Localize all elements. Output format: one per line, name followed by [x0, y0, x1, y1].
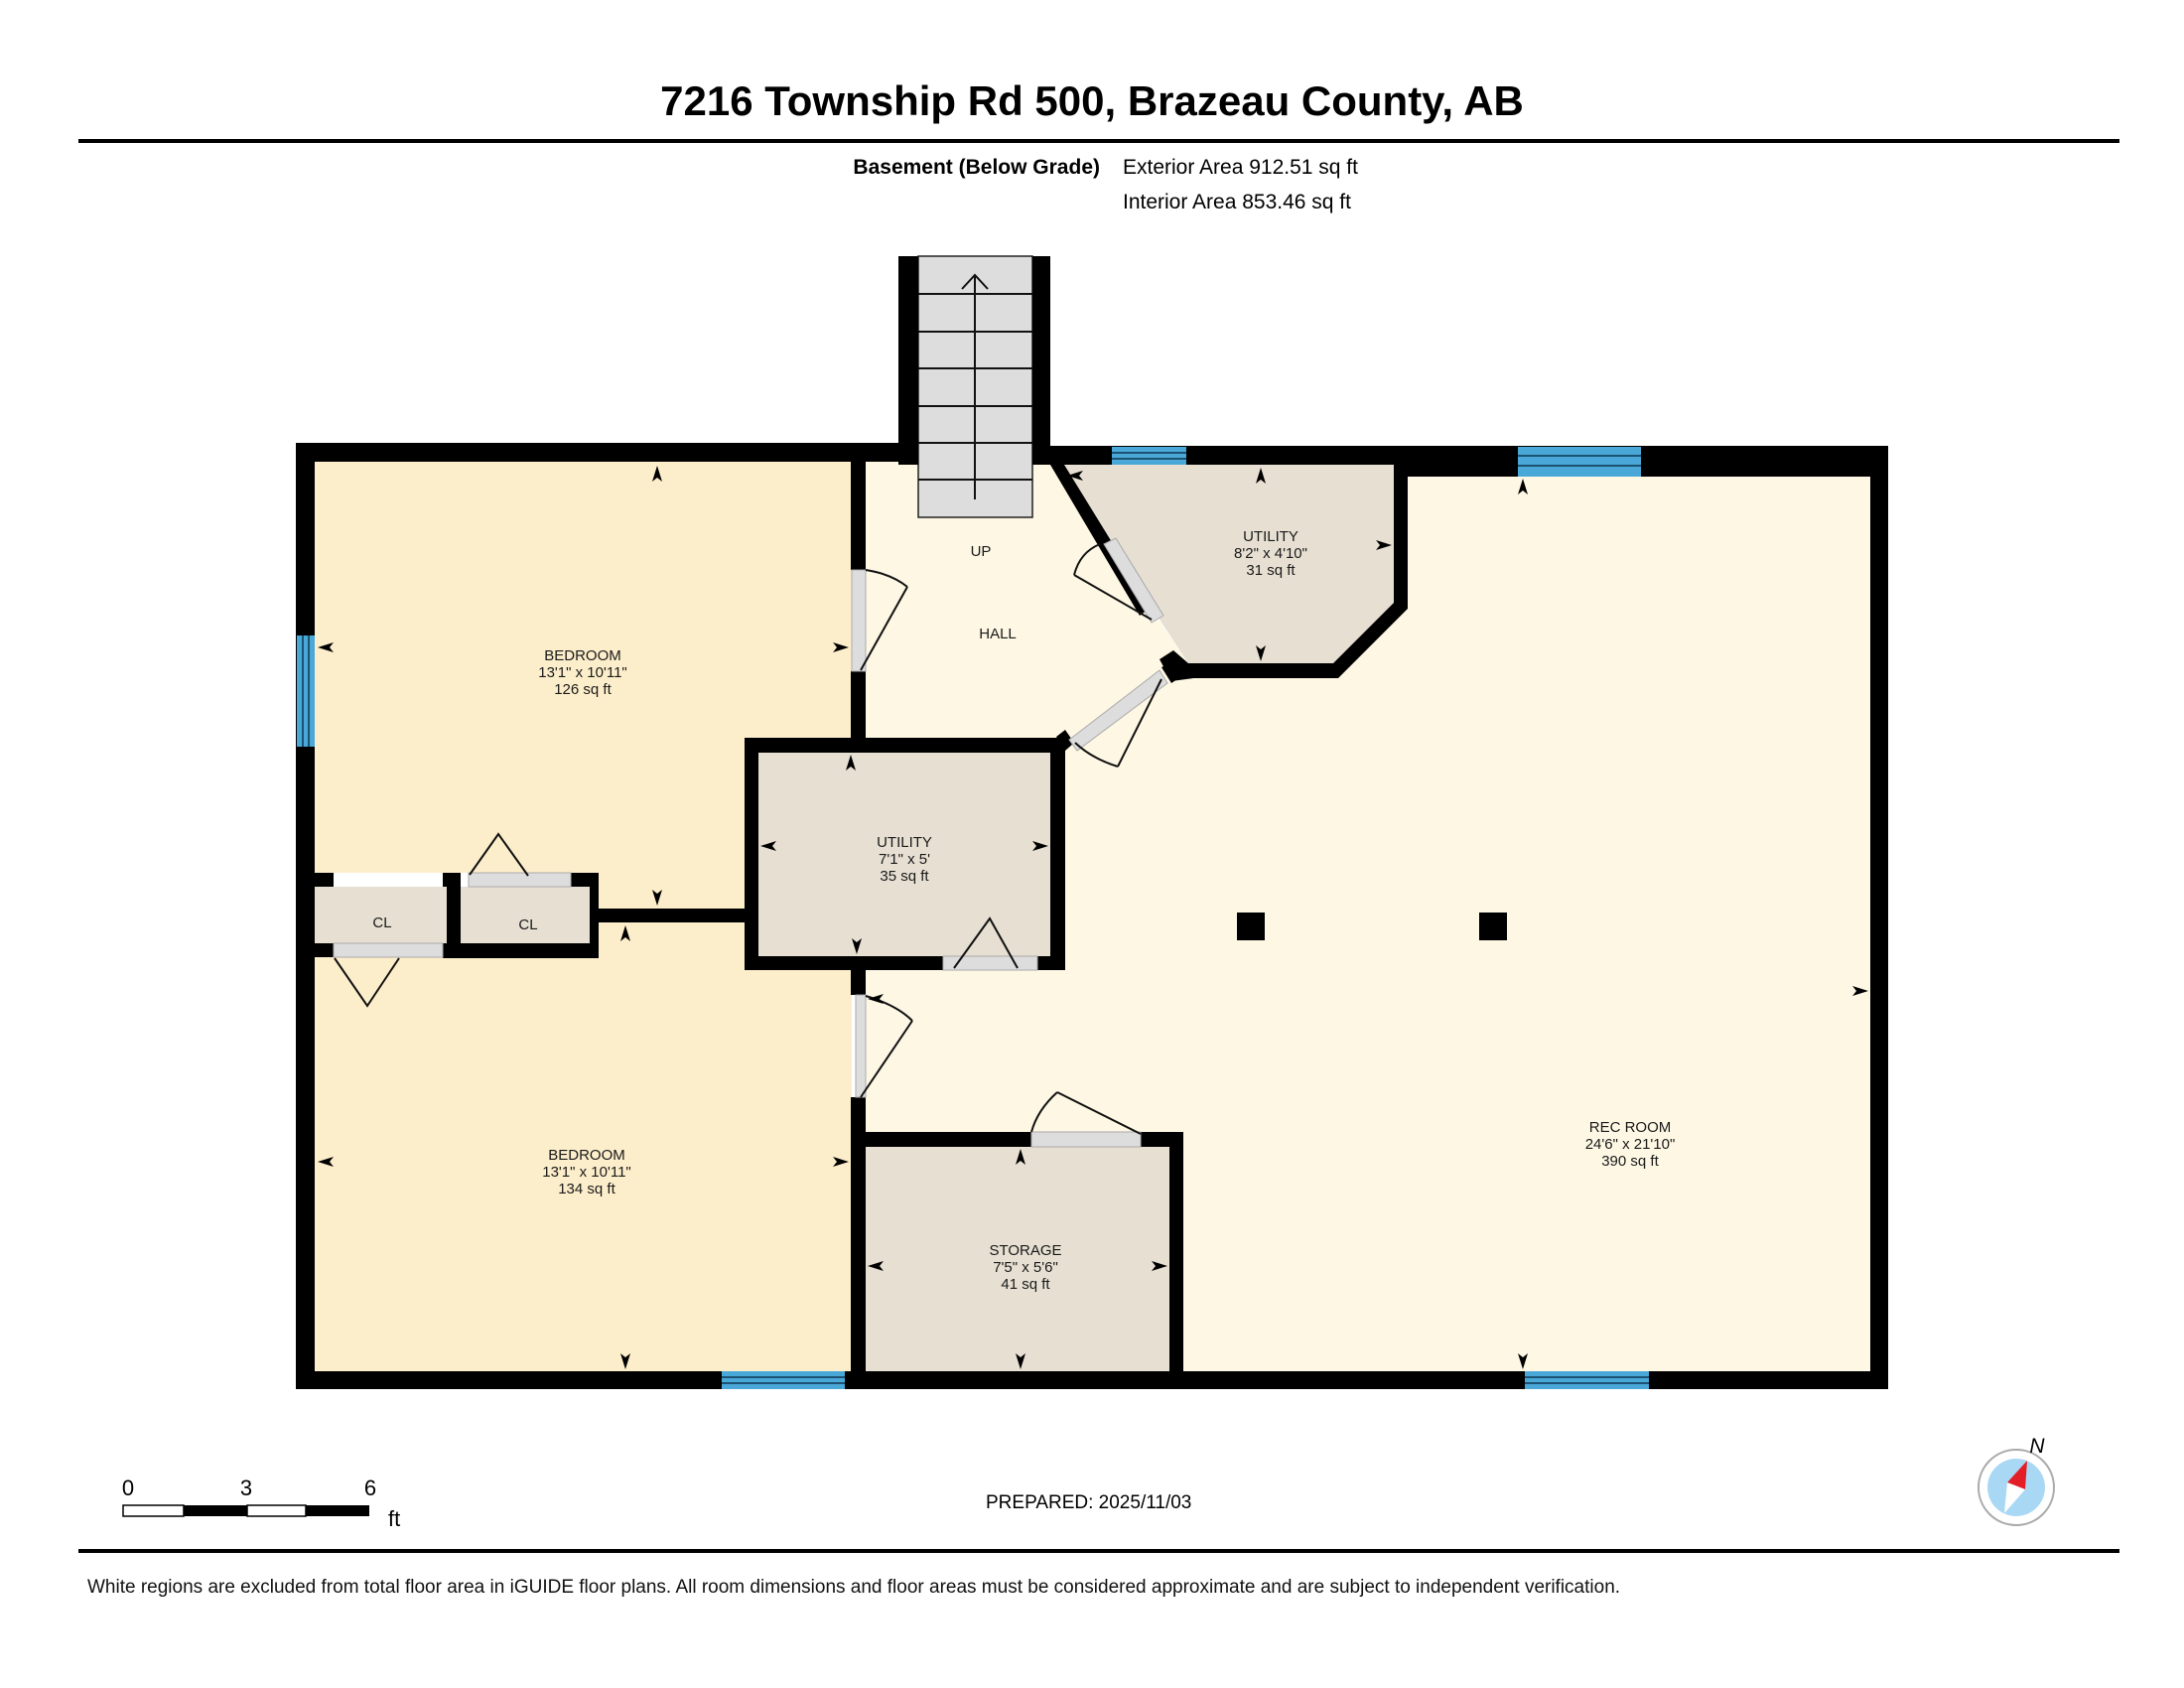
room-dims: 24'6" x 21'10"	[1585, 1136, 1676, 1153]
arrow-left-icon	[318, 642, 334, 652]
room-dims: 13'1" x 10'11"	[542, 1164, 631, 1181]
room-dims: 8'2" x 4'10"	[1234, 545, 1307, 562]
scale-unit: ft	[388, 1506, 400, 1531]
prepared-date: PREPARED: 2025/11/03	[986, 1492, 1192, 1513]
title-divider	[78, 139, 2119, 143]
door-closet-1	[333, 942, 444, 1008]
room-area: 41 sq ft	[1001, 1276, 1050, 1293]
staircase[interactable]	[898, 255, 1050, 518]
room-name: BEDROOM	[544, 647, 621, 664]
room-name: UTILITY	[1243, 528, 1298, 545]
rec-room-left-strip	[865, 970, 1065, 1147]
property-address-title: 7216 Township Rd 500, Brazeau County, AB	[660, 77, 1524, 124]
room-area: 126 sq ft	[554, 681, 612, 698]
bedroom-2-floor	[315, 922, 852, 1371]
door-storage	[1030, 1091, 1142, 1148]
dimension-arrows	[318, 466, 1868, 1369]
arrow-right-icon	[833, 1157, 849, 1167]
storage-floor	[866, 1147, 1169, 1371]
scale-label-3: 3	[240, 1476, 252, 1500]
arrow-left-icon	[1067, 471, 1083, 481]
room-dims: 7'1" x 5'	[879, 851, 930, 868]
room-name: REC ROOM	[1589, 1119, 1672, 1136]
arrow-up-icon	[1016, 1149, 1025, 1165]
arrow-left-icon	[760, 841, 776, 851]
compass-north-label: N	[2029, 1435, 2045, 1458]
support-pillar	[1237, 913, 1265, 940]
arrow-left-icon	[318, 1157, 334, 1167]
arrow-down-icon	[620, 1353, 630, 1369]
footer-disclaimer: White regions are excluded from total fl…	[87, 1577, 1621, 1598]
hall-floor	[865, 462, 1188, 742]
arrow-down-icon	[1016, 1353, 1025, 1369]
room-area: 35 sq ft	[880, 868, 929, 885]
room-name: UTILITY	[877, 834, 932, 851]
room-name: STORAGE	[989, 1242, 1061, 1259]
room-fills	[315, 462, 1870, 1371]
exterior-area: Exterior Area 912.51 sq ft	[1123, 156, 1358, 179]
utility-2-floor	[758, 753, 1050, 956]
arrow-down-icon	[852, 938, 862, 954]
arrow-right-icon	[1376, 540, 1392, 550]
room-area: 31 sq ft	[1246, 562, 1296, 579]
window-bottom-rec-room	[1525, 1371, 1649, 1389]
arrow-right-icon	[1852, 986, 1868, 996]
room-area: 390 sq ft	[1601, 1153, 1659, 1170]
room-area: 134 sq ft	[558, 1181, 615, 1197]
arrow-left-icon	[868, 994, 884, 1004]
arrow-up-icon	[620, 925, 630, 941]
arrow-down-icon	[1256, 645, 1266, 661]
arrow-up-icon	[652, 466, 662, 482]
rec-room-floor	[865, 477, 1870, 1371]
arrow-right-icon	[1152, 1261, 1167, 1271]
door-closet-2	[468, 832, 572, 888]
arrow-left-icon	[868, 1261, 884, 1271]
room-labels: BEDROOM 13'1" x 10'11" 126 sq ft UP HALL…	[372, 528, 1675, 1293]
stair-up-label: UP	[971, 543, 992, 560]
arrow-right-icon	[833, 642, 849, 652]
window-left-bedroom	[297, 635, 315, 747]
closet-label: CL	[518, 916, 537, 933]
doors	[333, 537, 1168, 1148]
utility-1-floor	[1058, 465, 1394, 663]
windows	[297, 447, 1649, 1389]
window-top-utility	[1112, 447, 1186, 465]
closet-label: CL	[372, 914, 391, 931]
room-dims: 7'5" x 5'6"	[993, 1259, 1058, 1276]
interior-area: Interior Area 853.46 sq ft	[1123, 191, 1351, 213]
room-dims: 13'1" x 10'11"	[538, 664, 627, 681]
arrow-down-icon	[1518, 1353, 1528, 1369]
closet-1-floor	[315, 887, 447, 943]
window-bottom-bedroom	[722, 1371, 845, 1389]
footer-divider	[78, 1549, 2119, 1553]
room-name: HALL	[979, 626, 1017, 642]
scale-bar: 0 3 6 ft	[122, 1476, 400, 1531]
floor-name: Basement (Below Grade)	[853, 156, 1100, 179]
arrow-up-icon	[1518, 479, 1528, 494]
arrow-up-icon	[846, 755, 856, 771]
compass-icon: N	[1978, 1435, 2055, 1526]
door-hall-rec-room	[1068, 669, 1168, 768]
arrow-down-icon	[652, 890, 662, 906]
door-bedroom-1-hall	[851, 569, 908, 672]
arrow-up-icon	[1256, 468, 1266, 484]
door-bedroom-2-rec-room	[855, 994, 913, 1098]
door-utility-1-hall	[1073, 537, 1164, 624]
door-utility-2	[942, 916, 1038, 971]
window-top-rec-room	[1518, 447, 1641, 477]
stair-up-arrow-icon	[961, 273, 989, 290]
scale-label-6: 6	[364, 1476, 376, 1500]
scale-label-0: 0	[122, 1476, 134, 1500]
support-pillar	[1479, 913, 1507, 940]
arrow-right-icon	[1032, 841, 1048, 851]
walls	[296, 443, 1888, 1389]
room-name: BEDROOM	[548, 1147, 625, 1164]
